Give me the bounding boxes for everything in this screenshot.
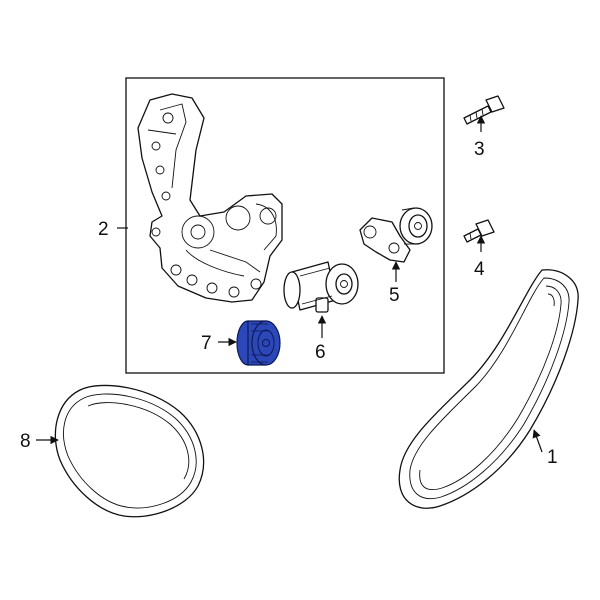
callout-5: 5 [389,285,400,306]
highlighted-pulley [236,320,281,366]
bolt-short [463,219,495,243]
callout-4: 4 [474,259,485,280]
bolt-long [463,95,505,125]
callout-3: 3 [474,139,485,160]
assembly-box [125,77,445,374]
idler-pulley [283,261,359,313]
belt-tensioner [359,207,433,263]
callout-1: 1 [547,447,558,468]
callout-2: 2 [98,219,109,240]
leader-lines [36,115,543,453]
mounting-bracket [137,93,283,303]
callout-8: 8 [20,431,31,452]
callout-6: 6 [315,342,326,363]
callout-7: 7 [201,333,212,354]
drive-belt-long [398,269,579,509]
drive-belt-short [54,384,205,518]
